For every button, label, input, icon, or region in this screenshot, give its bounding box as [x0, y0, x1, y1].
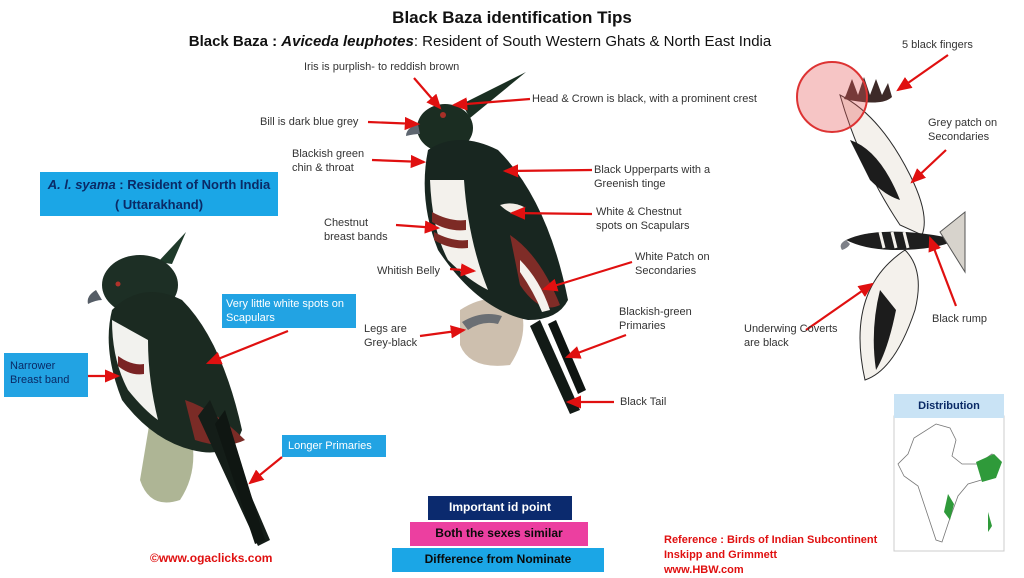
subspecies-line2: ( Uttarakhand) — [40, 195, 278, 215]
subspecies-info-box: A. l. syama : Resident of North India ( … — [40, 172, 278, 216]
subspecies-range: : Resident of North India — [116, 177, 271, 192]
label-underwing-coverts: Underwing Coverts are black — [744, 322, 840, 350]
label-upperparts: Black Upperparts with a Greenish tinge — [594, 163, 714, 191]
label-legs: Legs are Grey-black — [364, 322, 434, 350]
note-breast-band: Narrower Breast band — [4, 353, 88, 397]
label-head-crown: Head & Crown is black, with a prominent … — [532, 92, 762, 106]
distribution-map — [894, 416, 1004, 551]
distribution-title: Distribution — [894, 394, 1004, 418]
legend-sexes-similar: Both the sexes similar — [410, 522, 588, 546]
reference-block: Reference : Birds of Indian Subcontinent… — [664, 533, 904, 578]
label-grey-patch: Grey patch on Secondaries — [928, 116, 1020, 144]
label-iris: Iris is purplish- to reddish brown — [304, 60, 494, 74]
label-black-fingers: 5 black fingers — [902, 38, 1002, 52]
label-tail: Black Tail — [620, 395, 690, 409]
label-scapular-spots: White & Chestnut spots on Scapulars — [596, 205, 706, 233]
label-belly: Whitish Belly — [377, 264, 457, 278]
note-scapulars: Very little white spots on Scapulars — [222, 294, 356, 328]
label-chin-throat: Blackish green chin & throat — [292, 147, 372, 175]
center-bird-illustration — [406, 72, 586, 414]
label-bill: Bill is dark blue grey — [260, 115, 370, 129]
reference-line2: Inskipp and Grimmett — [664, 548, 904, 563]
label-primaries: Blackish-green Primaries — [619, 305, 705, 333]
legend-important: Important id point — [428, 496, 572, 520]
note-longer-primaries: Longer Primaries — [282, 435, 386, 457]
subspecies-line1: A. l. syama : Resident of North India — [40, 175, 278, 195]
photo-credit: ©www.ogaclicks.com — [150, 551, 272, 565]
legend-difference: Difference from Nominate — [392, 548, 604, 572]
label-black-rump: Black rump — [932, 312, 1012, 326]
label-secondaries-patch: White Patch on Secondaries — [635, 250, 725, 278]
left-bird-illustration — [88, 232, 270, 546]
label-chestnut-breast: Chestnut breast bands — [324, 216, 396, 244]
reference-line1: Reference : Birds of Indian Subcontinent — [664, 533, 904, 548]
subspecies-sci-name: A. l. syama — [48, 177, 116, 192]
